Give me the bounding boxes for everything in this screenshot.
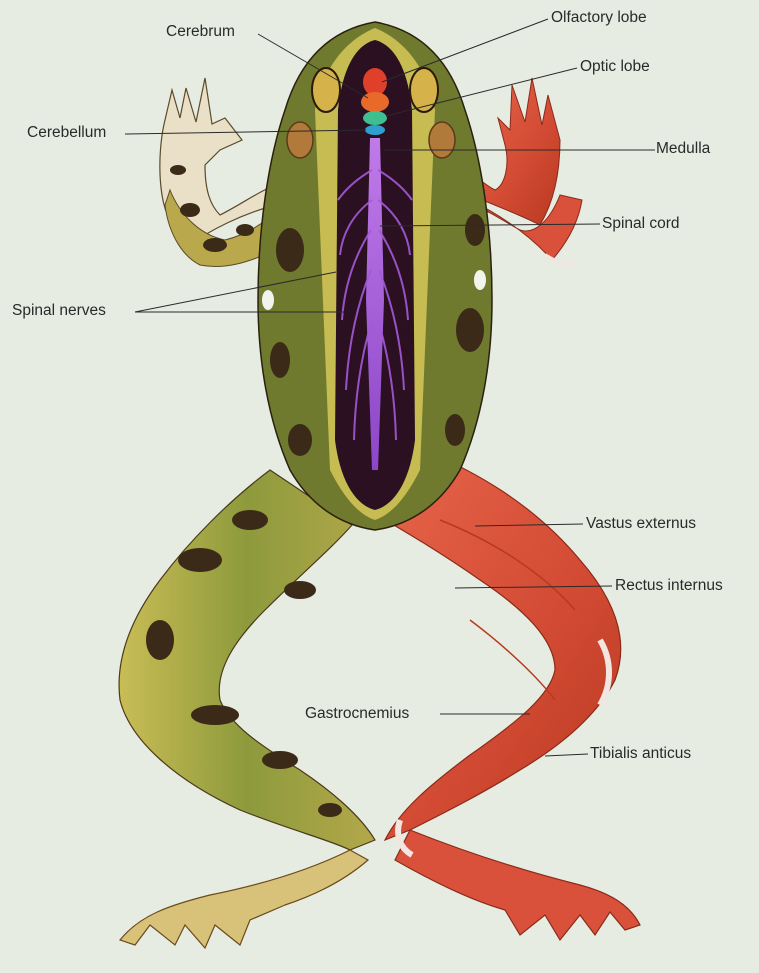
brain-cerebellum	[365, 125, 385, 135]
label-optic-lobe: Optic lobe	[580, 58, 650, 76]
label-cerebrum: Cerebrum	[166, 23, 235, 41]
label-spinal-nerves: Spinal nerves	[12, 302, 106, 320]
label-tibialis-anticus: Tibialis anticus	[590, 745, 691, 763]
label-spinal-cord: Spinal cord	[602, 215, 680, 233]
brain-cerebrum	[361, 92, 389, 112]
label-olfactory-lobe: Olfactory lobe	[551, 9, 647, 27]
label-cerebellum: Cerebellum	[27, 124, 106, 142]
label-vastus-externus: Vastus externus	[586, 515, 696, 533]
label-rectus-internus: Rectus internus	[615, 577, 723, 595]
label-gastrocnemius: Gastrocnemius	[305, 705, 409, 723]
label-medulla: Medulla	[656, 140, 710, 158]
brain-optic-lobe	[363, 111, 387, 125]
